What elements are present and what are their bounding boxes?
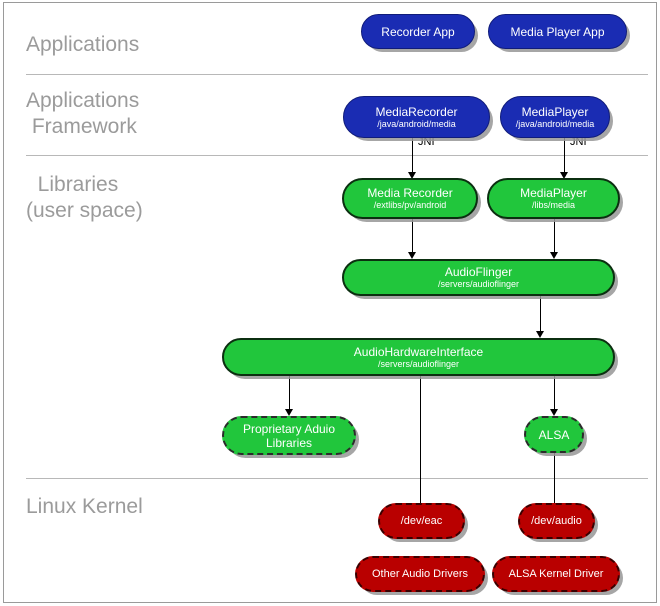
node-dev-audio[interactable]: /dev/audio [518, 503, 595, 539]
node-audioflinger-title: AudioFlinger [444, 265, 513, 279]
layer-label-applications-framework-line2: Framework [26, 115, 137, 138]
node-media-recorder-lib[interactable]: Media Recorder /extlibs/pv/android [342, 178, 478, 219]
node-recorder-app[interactable]: Recorder App [361, 14, 475, 49]
node-mediaplayer-framework-path: /java/android/media [515, 118, 595, 129]
arrowhead-mediarecorder-jni [408, 172, 416, 179]
connector-alsa-to-dev-audio [554, 452, 555, 508]
node-mediaplayer-lib[interactable]: MediaPlayer /libs/media [487, 178, 620, 219]
node-audioflinger[interactable]: AudioFlinger /servers/audioflinger [342, 259, 615, 296]
node-audiohardwareinterface-path: /servers/audioflinger [377, 358, 460, 369]
connector-mediaplayer-jni [564, 138, 565, 176]
arrowhead-mediaplayer-to-audioflinger [550, 252, 558, 259]
layer-label-applications: Applications [26, 33, 140, 56]
connector-ahi-to-alsa [554, 376, 555, 412]
arrowhead-audioflinger-to-ahi [536, 331, 544, 338]
jni-label-left: JNI [418, 136, 435, 148]
node-media-player-app[interactable]: Media Player App [488, 14, 627, 49]
layer-label-linux-kernel: Linux Kernel [26, 495, 143, 518]
node-media-player-app-title: Media Player App [510, 24, 605, 39]
arrowhead-mediarecorder-to-audioflinger [408, 252, 416, 259]
node-media-recorder-lib-title: Media Recorder [367, 186, 453, 200]
node-dev-audio-title: /dev/audio [531, 515, 582, 527]
node-other-audio-drivers[interactable]: Other Audio Drivers [355, 556, 485, 592]
connector-mediarecorder-to-audioflinger [412, 219, 413, 255]
node-proprietary-audio-libraries-title-line2: Libraries [265, 435, 313, 450]
node-dev-eac-title: /dev/eac [400, 515, 443, 527]
node-media-recorder-lib-path: /extlibs/pv/android [373, 200, 447, 210]
node-recorder-app-title: Recorder App [381, 24, 455, 39]
node-audiohardwareinterface[interactable]: AudioHardwareInterface /servers/audiofli… [222, 338, 615, 376]
connector-mediaplayer-to-audioflinger [554, 219, 555, 255]
node-mediarecorder-framework-path: /java/android/media [377, 118, 456, 129]
node-mediaplayer-framework-title: MediaPlayer [521, 104, 589, 119]
layer-label-libraries-line1: Libraries [26, 173, 119, 196]
node-alsa[interactable]: ALSA [524, 416, 584, 453]
node-alsa-kernel-driver-title: ALSA Kernel Driver [508, 568, 604, 580]
layer-label-libraries-line2: (user space) [26, 199, 143, 222]
arrowhead-mediaplayer-jni [560, 172, 568, 179]
connector-audioflinger-to-ahi [540, 296, 541, 334]
divider-applications [26, 74, 648, 75]
node-audiohardwareinterface-title: AudioHardwareInterface [353, 344, 484, 359]
connector-mediarecorder-jni [412, 138, 413, 176]
connector-ahi-to-dev-eac [420, 376, 421, 508]
jni-label-right: JNI [570, 136, 587, 148]
node-mediaplayer-lib-path: /libs/media [531, 200, 576, 210]
node-mediaplayer-framework[interactable]: MediaPlayer /java/android/media [500, 96, 610, 138]
node-alsa-kernel-driver[interactable]: ALSA Kernel Driver [492, 556, 620, 592]
node-mediarecorder-framework-title: MediaRecorder [375, 104, 458, 119]
node-alsa-title: ALSA [538, 427, 570, 442]
divider-applications-framework [26, 155, 648, 156]
node-mediaplayer-lib-title: MediaPlayer [520, 186, 587, 200]
layer-label-applications-framework-line1: Applications [26, 89, 140, 112]
node-mediarecorder-framework[interactable]: MediaRecorder /java/android/media [343, 96, 490, 138]
node-audioflinger-path: /servers/audioflinger [437, 279, 520, 289]
node-dev-eac[interactable]: /dev/eac [378, 503, 465, 539]
arrowhead-ahi-to-proprietary [285, 409, 293, 416]
divider-linux-kernel [26, 478, 648, 479]
connector-ahi-to-proprietary [289, 376, 290, 412]
arrowhead-ahi-to-alsa [550, 409, 558, 416]
node-proprietary-audio-libraries[interactable]: Proprietary Aduio Libraries [222, 416, 356, 455]
node-proprietary-audio-libraries-title: Proprietary Aduio [242, 421, 336, 436]
node-other-audio-drivers-title: Other Audio Drivers [372, 568, 468, 580]
